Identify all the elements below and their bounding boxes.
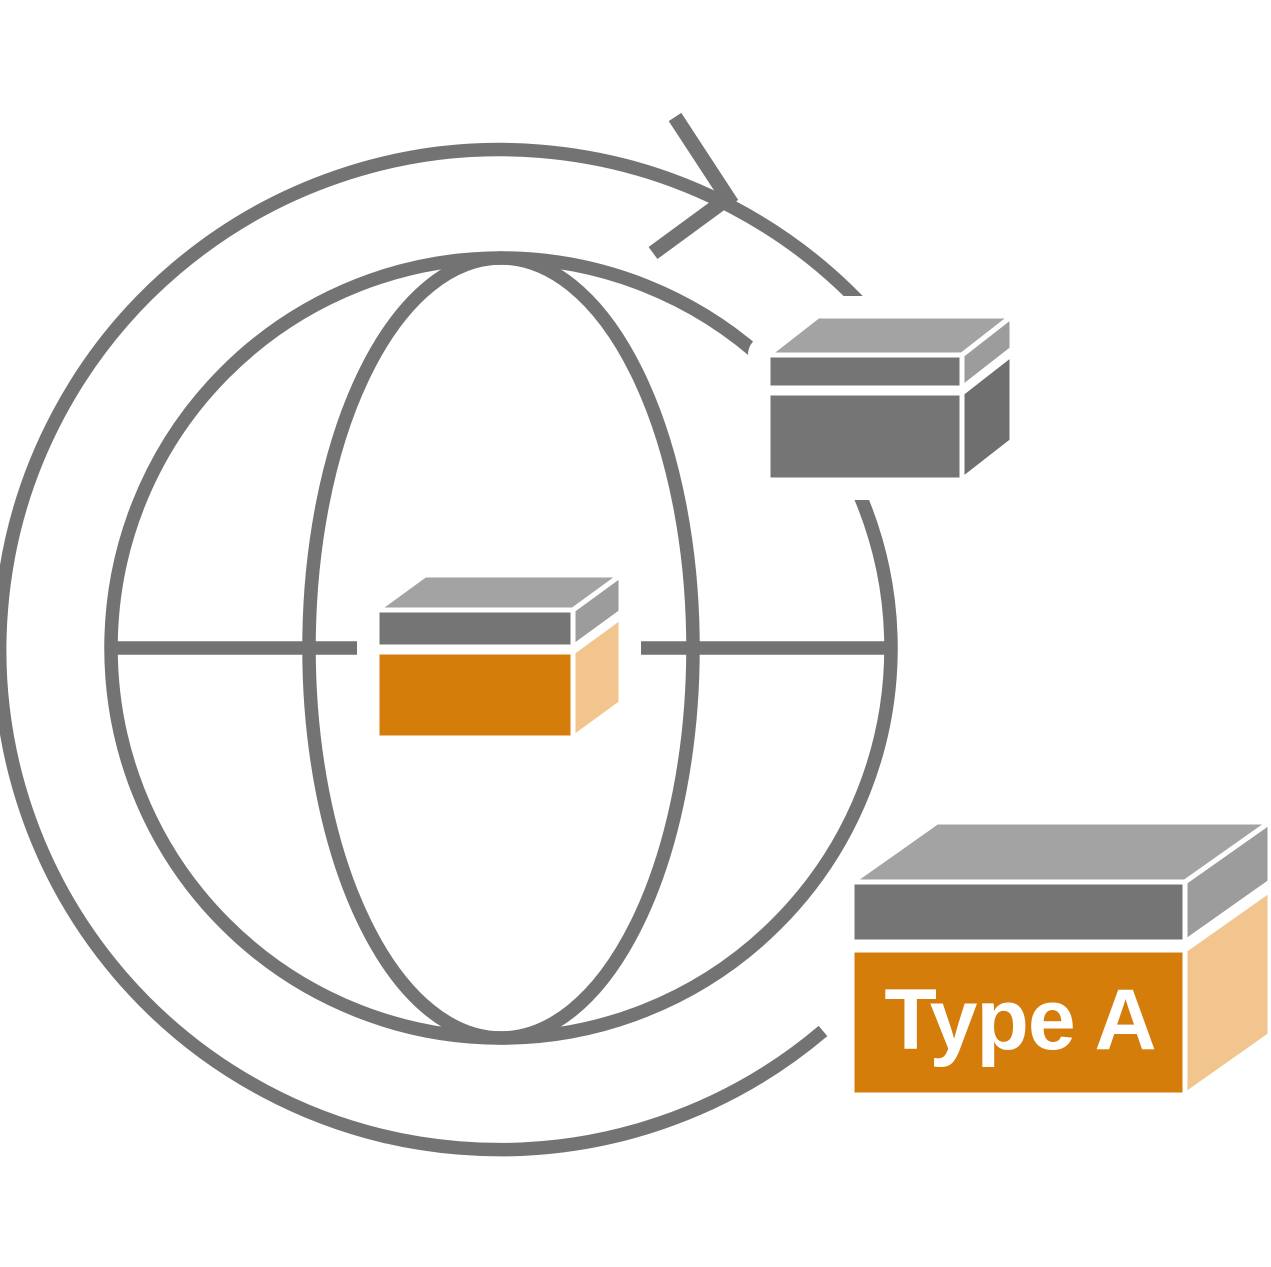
gray-box-body-front-face (765, 390, 965, 483)
gray-3d-box-icon (748, 296, 1032, 500)
type-a-box-label: Type A (884, 972, 1155, 1068)
gray-box-lid-front-face (765, 352, 965, 391)
center-box-body-front-face (374, 649, 576, 741)
orange-gray-3d-box-icon (357, 555, 641, 758)
center-box-lid-front-face (374, 607, 576, 650)
arrow-head-icon (648, 112, 739, 260)
circular-arrow-clockwise-icon (0, 112, 886, 1157)
arrow-arc (0, 142, 886, 1157)
type-a-box-body-front-face (849, 947, 1188, 1098)
type-a-box-lid-front-face (849, 879, 1188, 945)
type-a-3d-box-icon: Type A (832, 802, 1271, 1115)
